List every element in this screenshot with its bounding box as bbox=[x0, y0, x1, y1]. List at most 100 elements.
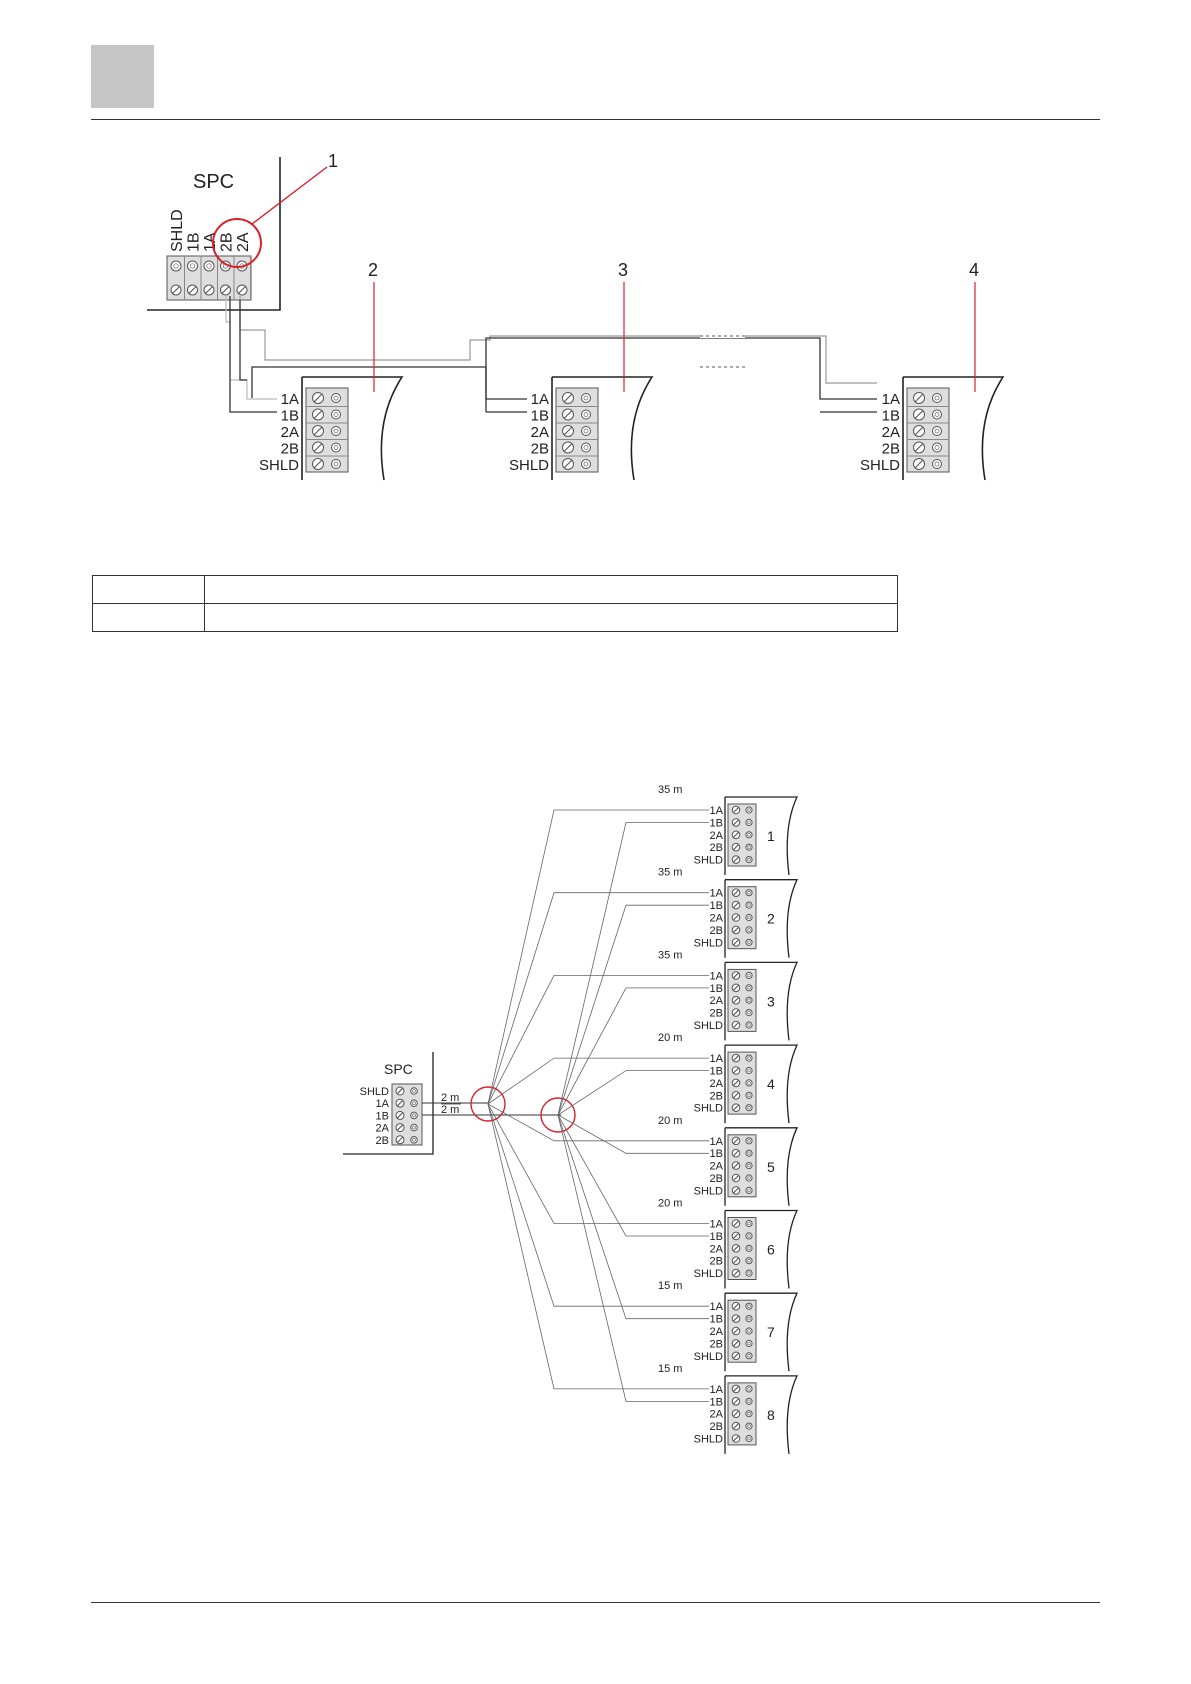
screw-slot bbox=[732, 997, 740, 1004]
device-terminal-label: 1A bbox=[710, 1219, 724, 1231]
terminal-screw-icon bbox=[745, 1410, 753, 1418]
terminal-screw-icon bbox=[731, 805, 741, 815]
screw-slot bbox=[563, 426, 573, 436]
device-terminal-label: 1B bbox=[710, 1314, 723, 1326]
screw-slot bbox=[732, 1270, 740, 1277]
device-terminal-label: 1A bbox=[710, 970, 724, 982]
screw-center bbox=[747, 1246, 751, 1251]
screw-center bbox=[747, 820, 751, 825]
screw-center bbox=[934, 428, 940, 434]
screw-slot bbox=[732, 1067, 740, 1074]
cable-length-label: 15 m bbox=[658, 1363, 682, 1375]
device-terminal-label: 2B bbox=[882, 441, 900, 458]
wire-1b bbox=[557, 987, 709, 1116]
device-terminal-label: SHLD bbox=[259, 457, 299, 474]
screw-center bbox=[333, 395, 339, 401]
device-terminal-label: 1A bbox=[710, 805, 724, 817]
screw-slot bbox=[732, 856, 740, 863]
screw-center bbox=[747, 1010, 751, 1015]
terminal-screw-icon bbox=[745, 1385, 753, 1393]
screw-slot bbox=[732, 1079, 740, 1086]
controller-terminal-label: SHLD bbox=[360, 1086, 389, 1098]
terminal-screw-icon bbox=[932, 426, 942, 436]
wire-1a bbox=[487, 1103, 709, 1390]
screw-slot bbox=[732, 1162, 740, 1169]
controller-terminal-label: 1B bbox=[376, 1110, 389, 1122]
screw-slot bbox=[732, 1257, 740, 1264]
device-enclosure bbox=[724, 1209, 799, 1289]
wire-1a bbox=[487, 1057, 709, 1105]
terminal-screw-icon bbox=[731, 855, 741, 864]
device-terminal-label: 1B bbox=[710, 817, 723, 829]
controller-terminal-block bbox=[391, 1083, 423, 1146]
wire-1b bbox=[557, 1114, 709, 1320]
terminal-screw-icon bbox=[581, 393, 591, 403]
screw-slot bbox=[732, 1055, 740, 1062]
screw-slot bbox=[563, 443, 573, 452]
terminal-screw-icon bbox=[932, 459, 942, 469]
cable-length-label: 15 m bbox=[658, 1280, 682, 1292]
wire-chain-b bbox=[485, 337, 877, 412]
screw-slot bbox=[313, 426, 323, 436]
wire-1a bbox=[487, 1103, 709, 1224]
screw-slot bbox=[238, 286, 246, 294]
terminal-screw-icon bbox=[932, 393, 942, 403]
terminal-screw-icon bbox=[731, 1351, 741, 1361]
terminal-screw-icon bbox=[731, 1326, 741, 1336]
screw-slot bbox=[732, 1352, 740, 1359]
terminal-screw-icon bbox=[731, 1256, 741, 1265]
device-terminal-label: 1B bbox=[710, 900, 723, 912]
terminal-screw-icon bbox=[331, 409, 341, 420]
screw-slot bbox=[914, 426, 924, 436]
device-terminal-label: 1A bbox=[882, 391, 900, 408]
device-terminal-block bbox=[727, 1051, 757, 1115]
terminal-screw-icon bbox=[745, 806, 753, 814]
screw-slot bbox=[732, 1385, 740, 1392]
terminal-screw-icon bbox=[745, 901, 753, 909]
screw-center bbox=[189, 263, 196, 269]
terminal-screw-icon bbox=[331, 426, 341, 436]
terminal-screw-icon bbox=[932, 409, 942, 420]
screw-slot bbox=[563, 410, 573, 419]
device-enclosure bbox=[724, 796, 799, 876]
callout-number: 2 bbox=[368, 260, 378, 280]
device-terminal-label: 1B bbox=[281, 408, 299, 425]
screw-slot bbox=[732, 1009, 740, 1016]
device-terminal-label: 1B bbox=[882, 408, 900, 425]
terminal-screw-icon bbox=[731, 1020, 741, 1030]
device-terminal-label: SHLD bbox=[694, 1185, 723, 1197]
screw-slot bbox=[313, 393, 323, 403]
terminal-screw-icon bbox=[745, 1302, 753, 1310]
device-number: 7 bbox=[767, 1324, 775, 1340]
wire-1b bbox=[229, 296, 277, 413]
device-terminal-label: 2B bbox=[710, 925, 723, 937]
terminal-screw-icon bbox=[745, 831, 753, 839]
terminal-screw-icon bbox=[731, 842, 741, 852]
screw-center bbox=[747, 890, 751, 895]
screw-slot bbox=[732, 926, 740, 933]
screw-slot bbox=[732, 1423, 740, 1430]
wire-1b bbox=[557, 822, 709, 1116]
terminal-screw-icon bbox=[745, 1422, 753, 1430]
wire-1b bbox=[557, 1070, 709, 1116]
screw-center bbox=[747, 1258, 751, 1263]
terminal-screw-icon bbox=[410, 1099, 418, 1107]
screw-center bbox=[934, 395, 940, 401]
wire-1b bbox=[557, 1114, 709, 1237]
screw-center bbox=[747, 1151, 751, 1155]
device-terminal-label: SHLD bbox=[694, 1351, 723, 1363]
device-enclosure bbox=[724, 1375, 799, 1454]
controller-label: SPC bbox=[193, 171, 234, 193]
junction-circle bbox=[540, 1097, 576, 1133]
terminal-screw-icon bbox=[745, 1162, 753, 1170]
terminal-screw-icon bbox=[731, 1397, 741, 1406]
terminal-screw-icon bbox=[745, 1257, 753, 1265]
screw-center bbox=[747, 1234, 751, 1238]
screw-center bbox=[747, 1163, 751, 1168]
header-rule bbox=[91, 119, 1100, 120]
screw-slot bbox=[732, 1315, 740, 1322]
